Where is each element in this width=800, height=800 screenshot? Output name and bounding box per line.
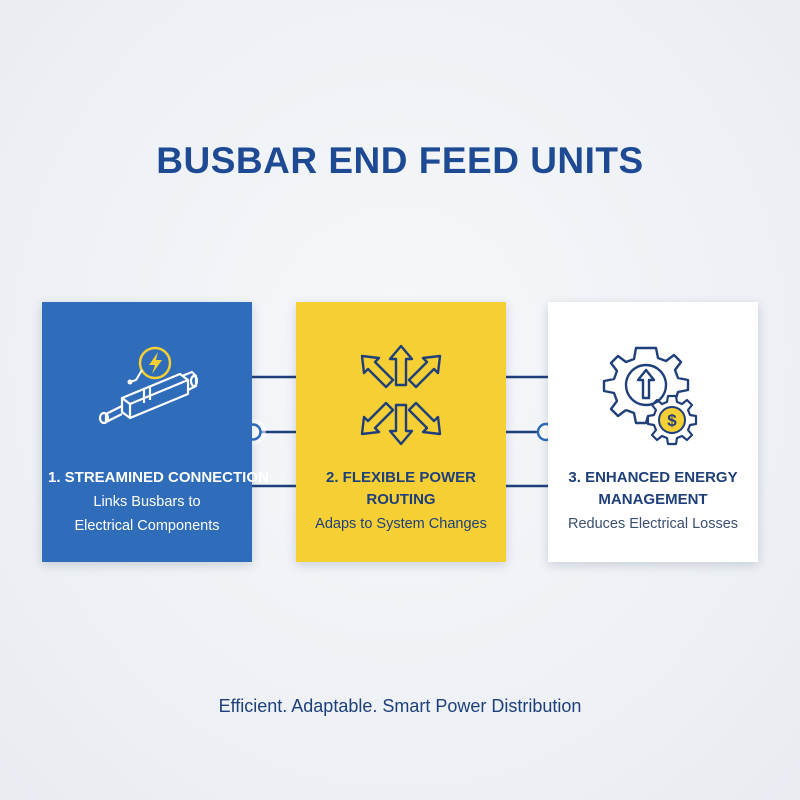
card-enhanced-energy-management: $ 3. ENHANCED ENERGY MANAGEMENT Reduces … <box>548 302 758 562</box>
card-description-line: Electrical Components <box>74 518 220 534</box>
page-title: BUSBAR END FEED UNITS <box>156 140 644 181</box>
card-description: Adaps to System Changes <box>315 516 487 532</box>
card-flexible-power-routing: 2. FLEXIBLE POWER ROUTING Adaps to Syste… <box>296 302 506 562</box>
card-description: Links Busbars to Electrical Components <box>42 490 252 538</box>
card-streamlined-connection: 1. STREAMINED CONNECTION Links Busbars t… <box>42 302 269 562</box>
card-description: Reduces Electrical Losses <box>567 516 739 532</box>
card-heading: 3. ENHANCED ENERGY MANAGEMENT <box>548 467 758 511</box>
svg-text:$: $ <box>667 411 677 430</box>
card-heading-line: 3. ENHANCED ENERGY <box>568 469 738 486</box>
card-description-line: Links Busbars to <box>93 494 201 510</box>
four-arrows-icon <box>346 340 456 450</box>
gear-dollar-icon: $ <box>598 340 708 450</box>
card-heading-line: 2. FLEXIBLE POWER <box>325 469 476 486</box>
card-heading: 2. FLEXIBLE POWER ROUTING <box>296 467 506 511</box>
busbar-lightning-icon <box>92 340 202 450</box>
tagline: Efficient. Adaptable. Smart Power Distri… <box>218 696 582 716</box>
card-heading: 1. STREAMINED CONNECTION <box>48 469 269 486</box>
card-heading-line: MANAGEMENT <box>598 491 708 508</box>
card-heading-line: ROUTING <box>366 491 436 508</box>
